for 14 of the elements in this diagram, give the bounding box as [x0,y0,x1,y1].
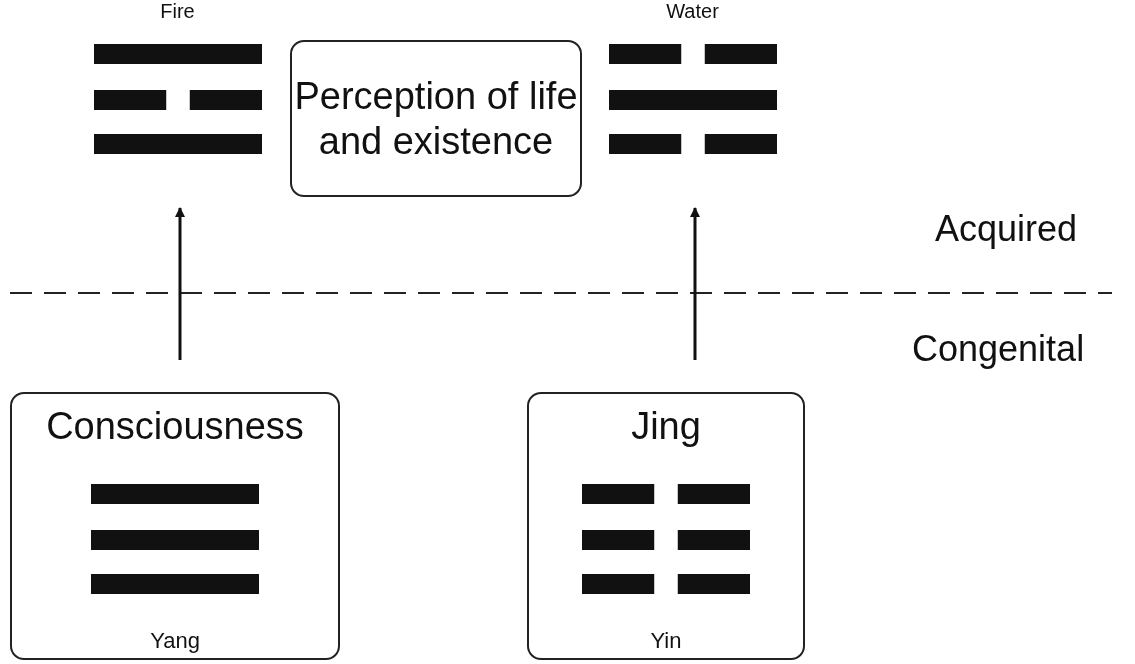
box-title: Perception of life and existence [293,73,579,164]
arrow [690,207,700,360]
trigram-label: Fire [160,0,195,24]
box-caption: Yin [650,628,682,654]
box-title: Jing [631,404,701,449]
trigram-label: Water [666,0,719,24]
arrow [175,207,185,360]
rounded-box [290,40,582,197]
zone-label: Acquired [935,208,1078,250]
rounded-box [10,392,340,660]
zone-label: Congenital [912,328,1085,370]
rounded-box [527,392,805,660]
box-title: Consciousness [46,404,304,449]
box-caption: Yang [150,628,200,654]
